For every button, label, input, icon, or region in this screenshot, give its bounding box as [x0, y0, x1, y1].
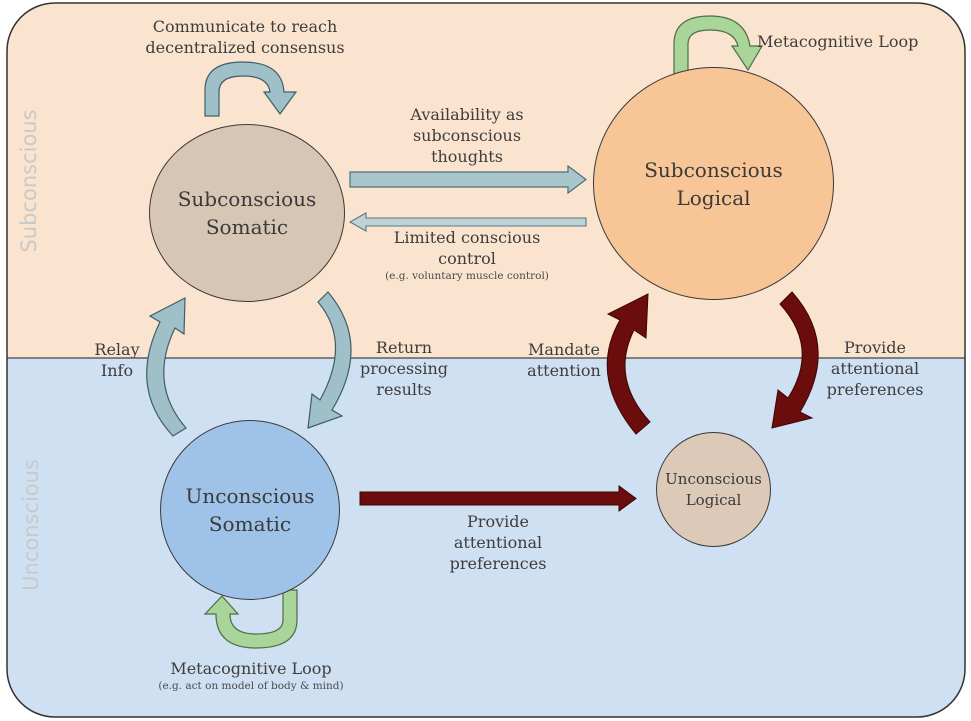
- label-line2: attentional: [830, 359, 920, 378]
- mandate-attention-arrow: [606, 293, 651, 435]
- communicate-label: Communicate to reach decentralized conse…: [130, 16, 360, 58]
- label-line3: thoughts: [431, 147, 503, 166]
- subconscious-somatic-node: Subconscious Somatic: [149, 124, 345, 302]
- relay-info-label: Relay Info: [85, 339, 149, 381]
- label-line3: results: [376, 380, 432, 399]
- node-label-line1: Unconscious: [665, 469, 762, 488]
- node-label-line2: Logical: [676, 185, 751, 210]
- node-label-line2: Logical: [685, 490, 742, 509]
- label-line3: preferences: [826, 380, 924, 399]
- subconscious-logical-node: Subconscious Logical: [593, 67, 834, 300]
- provide-preferences-right-label: Provide attentional preferences: [820, 337, 930, 400]
- label-line1: Provide: [844, 338, 906, 357]
- label-line2: processing: [359, 359, 449, 378]
- label-line1: Communicate to reach: [152, 17, 338, 36]
- return-results-arrow: [307, 291, 352, 429]
- node-label-line2: Somatic: [205, 215, 289, 239]
- label-line1: Mandate: [528, 340, 600, 359]
- provide-preferences-bottom-label: Provide attentional preferences: [440, 511, 556, 574]
- label-line2: Info: [100, 361, 134, 380]
- label-line2: subconscious: [412, 126, 522, 145]
- unconscious-zone-label: Unconscious: [19, 459, 43, 591]
- return-results-label: Return processing results: [354, 337, 454, 400]
- availability-label: Availability as subconscious thoughts: [392, 104, 542, 167]
- metacognitive-loop-bottom-arrow: [203, 589, 298, 649]
- label-line2: attention: [527, 361, 601, 380]
- limited-control-arrow: [348, 212, 587, 232]
- node-label-line1: Subconscious: [177, 187, 317, 211]
- consensus-loop-arrow: [204, 61, 298, 117]
- label-line1: Availability as: [410, 105, 524, 124]
- label-line2: control: [438, 249, 496, 268]
- label-line1: Metacognitive Loop: [757, 32, 919, 51]
- metacognitive-bottom-label: Metacognitive Loop (e.g. act on model of…: [140, 658, 362, 693]
- limited-control-label: Limited conscious control (e.g. voluntar…: [372, 227, 562, 283]
- provide-preferences-right-arrow: [771, 291, 819, 429]
- label-note: (e.g. act on model of body & mind): [158, 680, 344, 692]
- subconscious-zone-label: Subconscious: [17, 109, 41, 253]
- label-line1: Relay: [94, 340, 140, 359]
- provide-preferences-bottom-arrow: [359, 485, 637, 512]
- availability-arrow: [349, 164, 587, 195]
- mandate-attention-label: Mandate attention: [520, 339, 608, 381]
- label-line1: Return: [375, 338, 433, 357]
- node-label-line1: Unconscious: [185, 484, 315, 508]
- label-line1: Provide: [467, 512, 529, 531]
- unconscious-somatic-node: Unconscious Somatic: [160, 420, 340, 600]
- metacognitive-loop-top-arrow: [673, 15, 764, 75]
- metacognitive-top-label: Metacognitive Loop: [757, 31, 929, 52]
- node-label-line2: Somatic: [208, 512, 292, 536]
- label-line1: Metacognitive Loop: [170, 659, 332, 678]
- unconscious-logical-node: Unconscious Logical: [656, 432, 771, 547]
- node-label-line1: Subconscious: [644, 157, 783, 182]
- label-note: (e.g. voluntary muscle control): [385, 270, 549, 282]
- label-line3: preferences: [449, 554, 547, 573]
- relay-info-arrow: [146, 297, 187, 437]
- label-line2: decentralized consensus: [145, 38, 345, 57]
- label-line1: Limited conscious: [393, 228, 541, 247]
- diagram-frame: [6, 2, 966, 718]
- label-line2: attentional: [453, 533, 543, 552]
